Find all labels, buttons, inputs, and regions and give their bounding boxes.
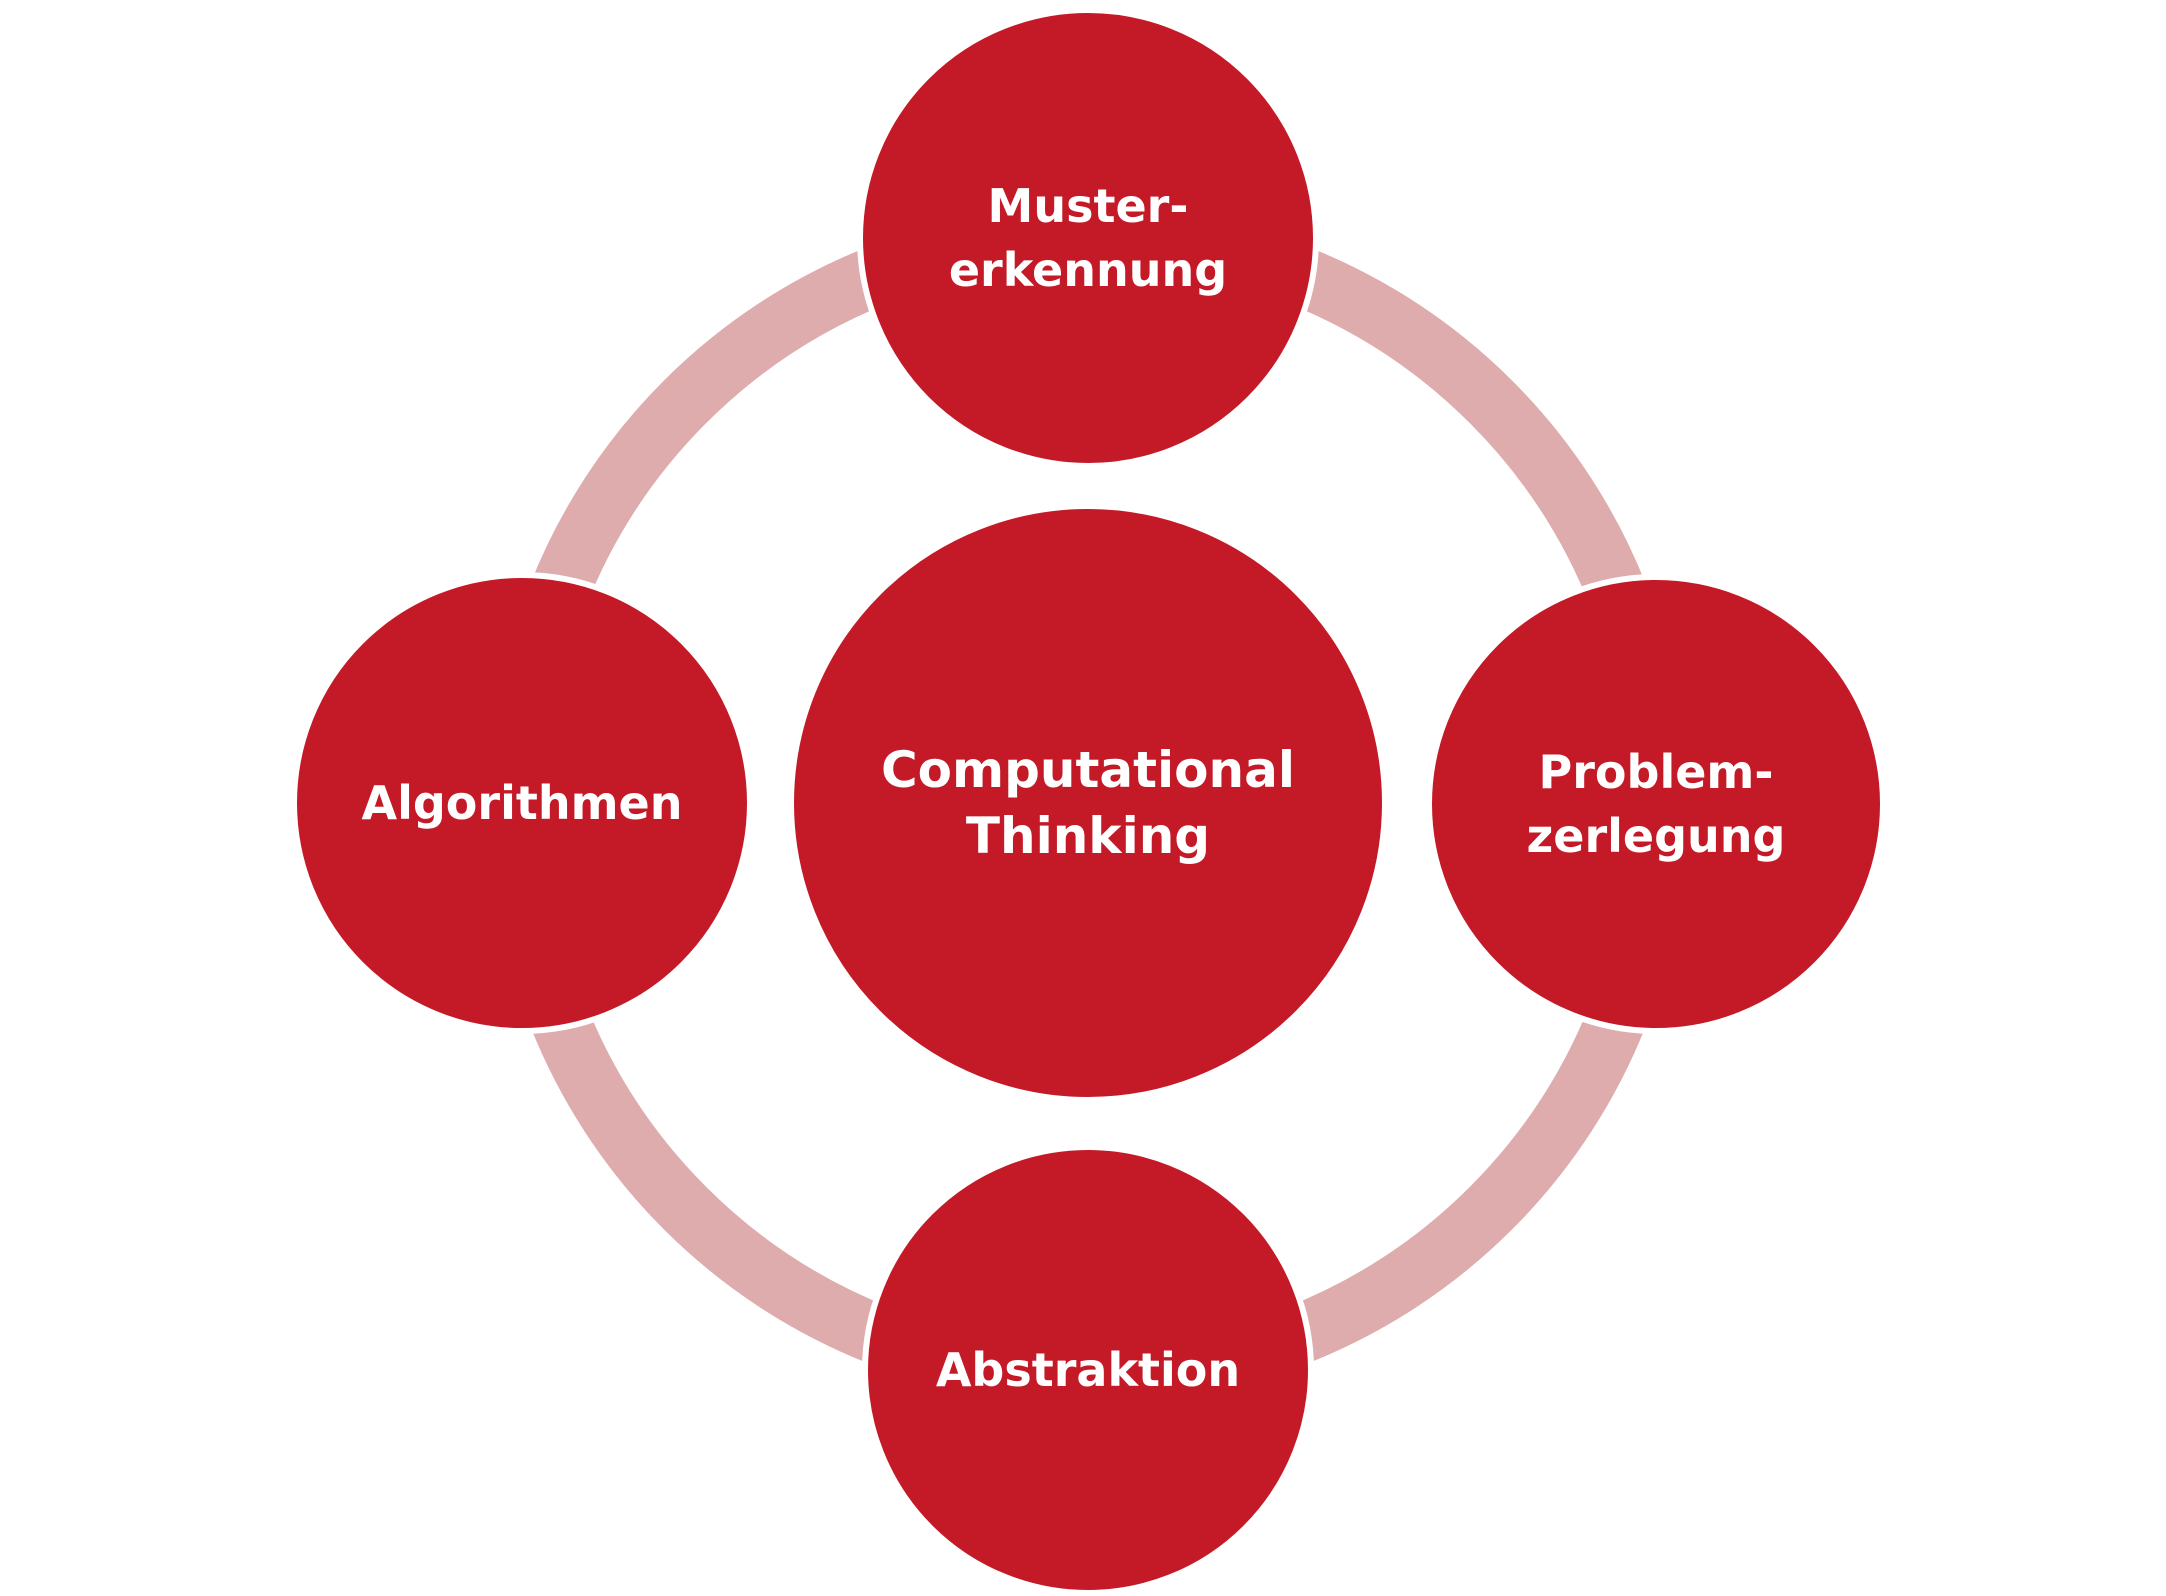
node-abstraktion: Abstraktion xyxy=(862,1144,1314,1596)
node-problemzerlegung-label: Problem- zerlegung xyxy=(1526,745,1786,863)
node-problemzerlegung: Problem- zerlegung xyxy=(1426,574,1886,1034)
node-mustererkennung-label: Muster- erkennung xyxy=(948,179,1228,297)
node-abstraktion-label: Abstraktion xyxy=(935,1343,1241,1397)
node-mustererkennung: Muster- erkennung xyxy=(857,7,1319,469)
node-algorithmen: Algorithmen xyxy=(291,572,753,1034)
node-algorithmen-label: Algorithmen xyxy=(361,776,683,830)
center-label: Computational Thinking xyxy=(880,741,1296,865)
node-computational-thinking: Computational Thinking xyxy=(788,503,1388,1103)
